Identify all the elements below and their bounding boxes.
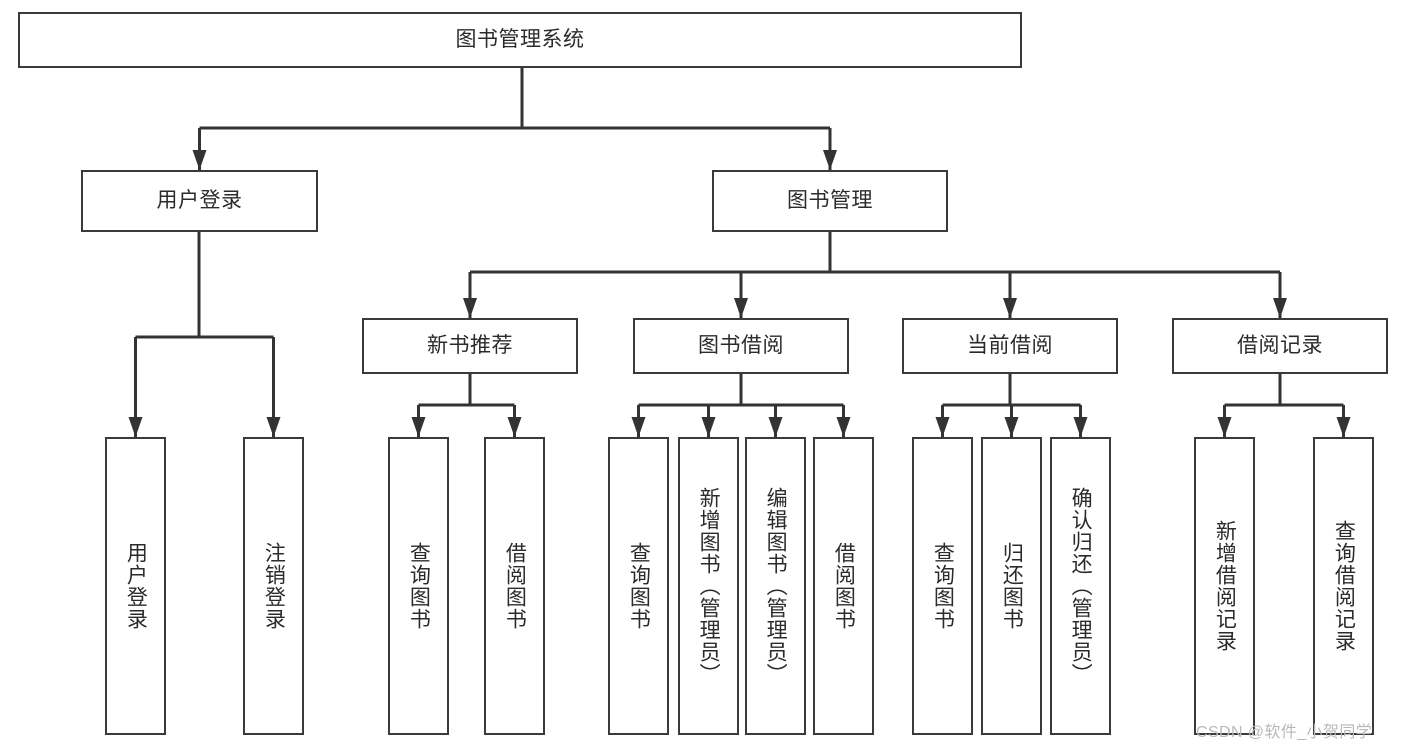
node-label-l-logout: 注销登录 bbox=[262, 542, 286, 630]
arrowhead-l-confirm bbox=[1073, 417, 1088, 437]
node-box-login: 用户登录 bbox=[81, 170, 318, 232]
arrowhead-newbook bbox=[463, 298, 477, 318]
arrowhead-l-edit bbox=[768, 417, 783, 437]
node-label-l-login: 用户登录 bbox=[124, 542, 148, 630]
arrowhead-l-return bbox=[1004, 417, 1019, 437]
node-box-l-borrow1: 借阅图书 bbox=[484, 437, 545, 735]
node-label-l-query1: 查询图书 bbox=[407, 542, 431, 630]
node-label-newbook: 新书推荐 bbox=[427, 333, 513, 357]
node-label-l-edit: 编辑图书（管理员） bbox=[764, 487, 788, 685]
node-box-bookmgmt: 图书管理 bbox=[712, 170, 948, 232]
node-label-l-addrec: 新增借阅记录 bbox=[1213, 520, 1237, 652]
arrowhead-l-add bbox=[701, 417, 716, 437]
node-label-l-add: 新增图书（管理员） bbox=[697, 487, 721, 685]
node-box-newbook: 新书推荐 bbox=[362, 318, 578, 374]
node-box-l-login: 用户登录 bbox=[105, 437, 166, 735]
node-label-borrow: 图书借阅 bbox=[698, 333, 784, 357]
arrowhead-l-logout bbox=[266, 417, 281, 437]
node-box-l-edit: 编辑图书（管理员） bbox=[745, 437, 806, 735]
node-box-borrow: 图书借阅 bbox=[633, 318, 849, 374]
arrowhead-l-query2 bbox=[631, 417, 646, 437]
node-label-l-borrow2: 借阅图书 bbox=[832, 542, 856, 630]
arrowhead-l-addrec bbox=[1217, 417, 1232, 437]
node-label-l-query2: 查询图书 bbox=[627, 542, 651, 630]
node-box-l-queryrec: 查询借阅记录 bbox=[1313, 437, 1374, 735]
node-box-l-query2: 查询图书 bbox=[608, 437, 669, 735]
arrowhead-l-queryrec bbox=[1336, 417, 1351, 437]
node-label-root: 图书管理系统 bbox=[455, 27, 585, 51]
node-label-bookmgmt: 图书管理 bbox=[787, 188, 873, 212]
node-label-login: 用户登录 bbox=[156, 188, 243, 212]
node-label-l-return: 归还图书 bbox=[1000, 542, 1024, 630]
arrowhead-current bbox=[1003, 298, 1017, 318]
node-label-current: 当前借阅 bbox=[967, 333, 1053, 357]
node-box-root: 图书管理系统 bbox=[18, 12, 1022, 68]
node-box-l-borrow2: 借阅图书 bbox=[813, 437, 874, 735]
node-box-l-return: 归还图书 bbox=[981, 437, 1042, 735]
arrowhead-l-borrow1 bbox=[507, 417, 522, 437]
node-box-l-add: 新增图书（管理员） bbox=[678, 437, 739, 735]
node-box-records: 借阅记录 bbox=[1172, 318, 1388, 374]
arrowhead-l-login bbox=[128, 417, 143, 437]
arrowhead-borrow bbox=[734, 298, 748, 318]
node-box-l-confirm: 确认归还（管理员） bbox=[1050, 437, 1111, 735]
arrowhead-login bbox=[192, 150, 207, 170]
node-box-l-query1: 查询图书 bbox=[388, 437, 449, 735]
node-box-current: 当前借阅 bbox=[902, 318, 1118, 374]
arrowhead-l-query1 bbox=[411, 417, 426, 437]
watermark-label: CSDN @软件_小贺同学 bbox=[1196, 724, 1373, 741]
arrowhead-l-borrow2 bbox=[836, 417, 851, 437]
node-box-l-query3: 查询图书 bbox=[912, 437, 973, 735]
node-label-records: 借阅记录 bbox=[1237, 333, 1323, 357]
node-label-l-confirm: 确认归还（管理员） bbox=[1069, 487, 1093, 685]
node-label-l-query3: 查询图书 bbox=[931, 542, 955, 630]
arrowhead-records bbox=[1273, 298, 1287, 318]
arrowhead-bookmgmt bbox=[823, 150, 837, 170]
node-box-l-addrec: 新增借阅记录 bbox=[1194, 437, 1255, 735]
arrowhead-l-query3 bbox=[935, 417, 950, 437]
node-box-l-logout: 注销登录 bbox=[243, 437, 304, 735]
node-label-l-borrow1: 借阅图书 bbox=[503, 542, 527, 630]
node-label-l-queryrec: 查询借阅记录 bbox=[1332, 520, 1356, 652]
